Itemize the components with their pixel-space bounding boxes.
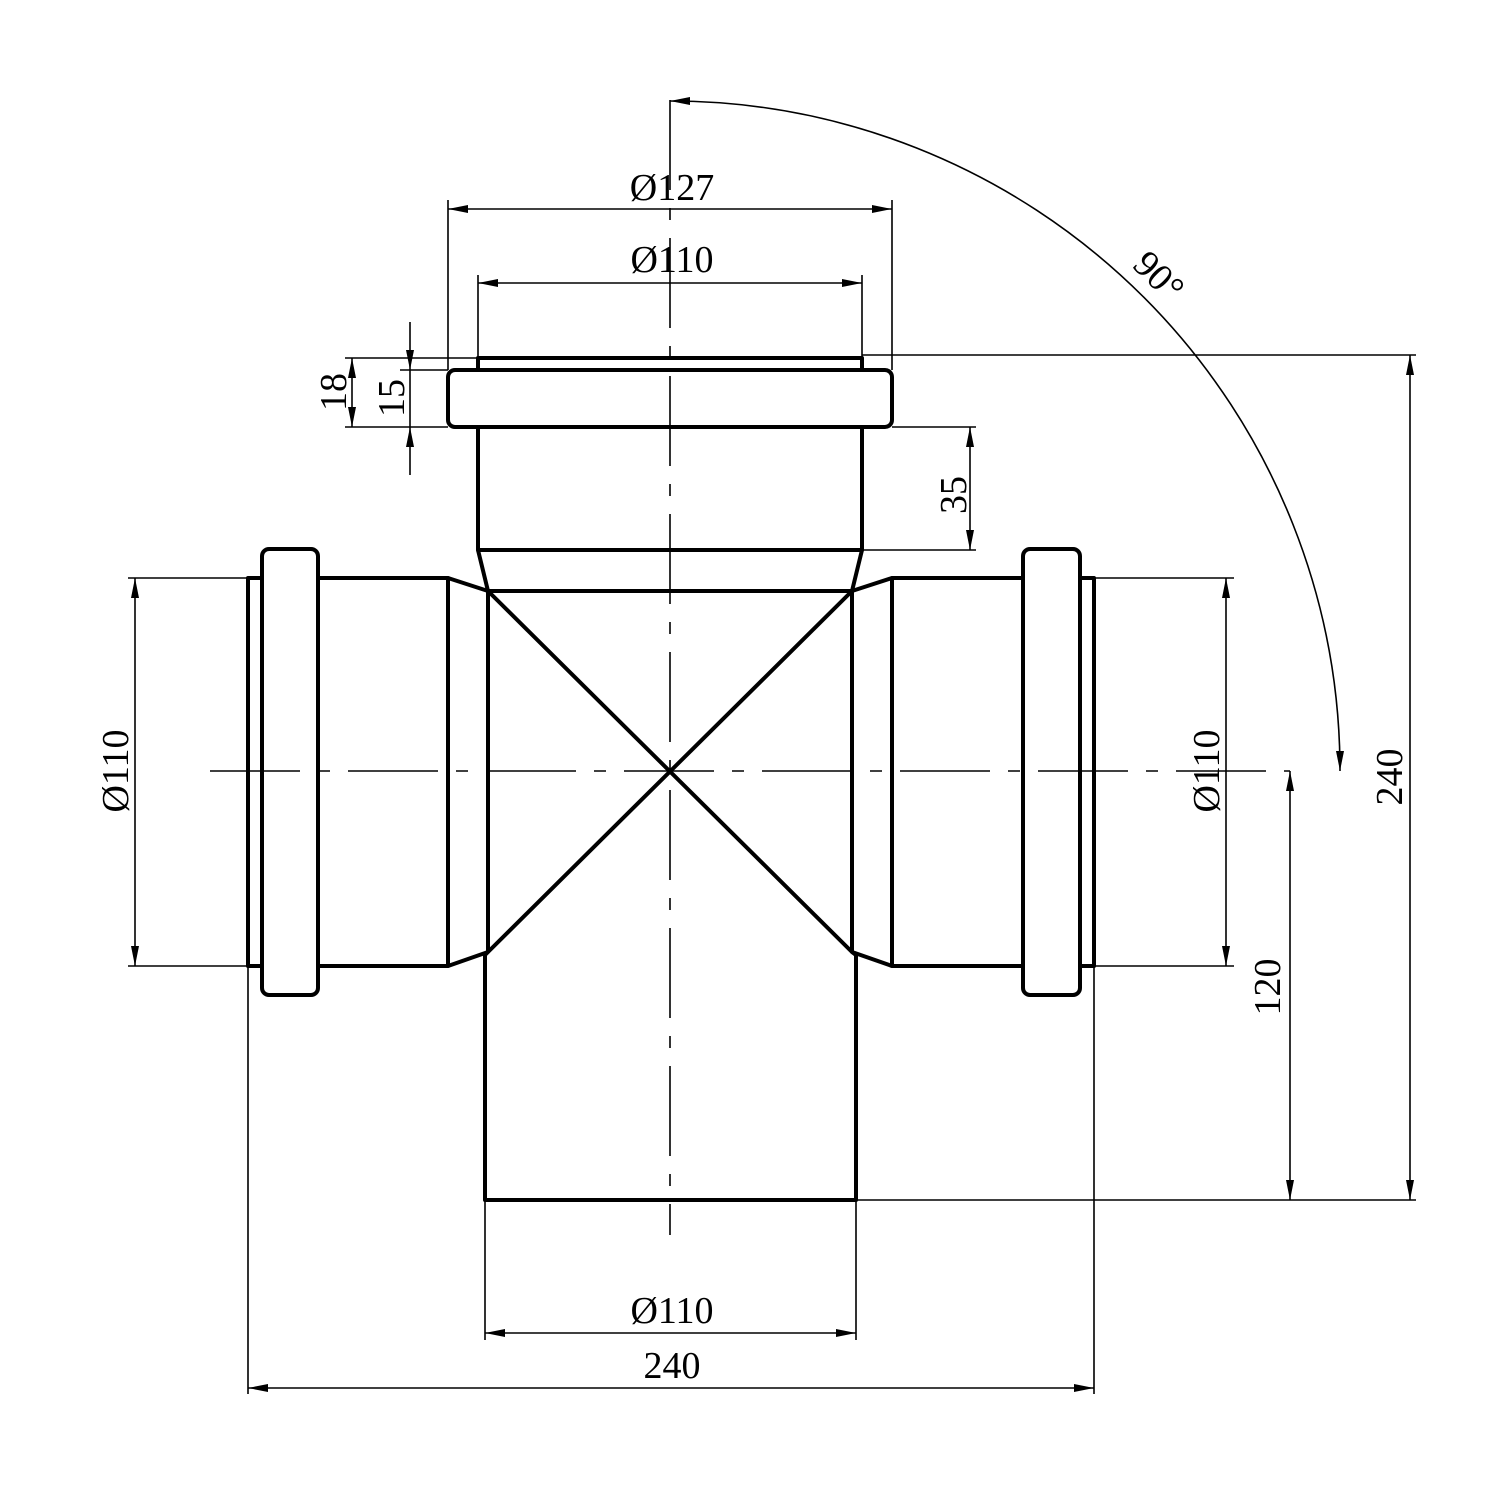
svg-text:Ø110: Ø110 [630, 1290, 713, 1332]
svg-text:35: 35 [933, 476, 975, 514]
dim-socket-depth: 35 [862, 426, 976, 551]
dim-bottom-pipe-diameter: Ø110 [484, 1200, 857, 1340]
dim-center-to-bottom: 120 [1247, 771, 1294, 1200]
svg-text:240: 240 [1369, 749, 1411, 806]
svg-text:15: 15 [371, 379, 413, 417]
svg-text:18: 18 [313, 373, 355, 411]
svg-text:Ø127: Ø127 [630, 167, 714, 209]
svg-text:Ø110: Ø110 [95, 729, 137, 812]
dim-right-pipe-diameter: Ø110 [1094, 577, 1234, 967]
dim-flange-heights: 18 15 [313, 322, 478, 475]
svg-text:Ø110: Ø110 [1186, 729, 1228, 812]
svg-text:Ø110: Ø110 [630, 239, 713, 281]
svg-text:120: 120 [1247, 959, 1289, 1016]
svg-text:90°: 90° [1125, 243, 1192, 310]
dim-total-width: 240 [247, 966, 1095, 1394]
dim-left-pipe-diameter: Ø110 [95, 577, 248, 967]
left-socket [246, 547, 489, 997]
right-socket [851, 547, 1096, 997]
svg-text:240: 240 [644, 1345, 701, 1387]
